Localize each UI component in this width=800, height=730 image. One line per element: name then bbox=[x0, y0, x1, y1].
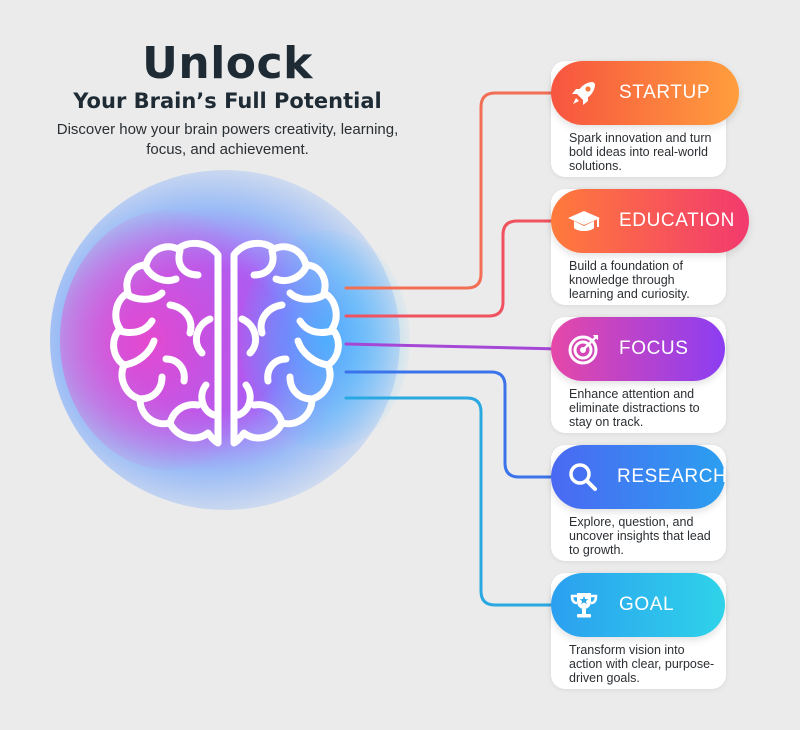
category-description: Spark innovation and turn bold ideas int… bbox=[569, 131, 712, 173]
search-icon bbox=[567, 460, 599, 494]
connector-line-startup bbox=[344, 91, 562, 290]
category-card-goal: GOAL Transform vision into action with cl… bbox=[551, 573, 726, 689]
connector-line-focus bbox=[344, 342, 562, 351]
page-title: Unlock bbox=[142, 38, 313, 89]
trophy-icon bbox=[567, 588, 601, 622]
category-description: Build a foundation of knowledge through … bbox=[569, 259, 690, 301]
brain-icon bbox=[110, 239, 342, 447]
category-label: GOAL bbox=[619, 594, 675, 615]
page-subtitle: Your Brain’s Full Potential bbox=[73, 89, 382, 113]
category-card-research: RESEARCH Explore, question, and uncover i… bbox=[551, 445, 728, 561]
category-card-startup: STARTUP Spark innovation and turn bold id… bbox=[551, 61, 739, 177]
target-icon bbox=[567, 332, 601, 366]
category-pill-research: RESEARCH bbox=[551, 445, 728, 509]
category-description: Transform vision into action with clear,… bbox=[569, 643, 715, 685]
page-description: Discover how your brain powers creativit… bbox=[56, 121, 399, 158]
header: Unlock Your Brain’s Full Potential Disco… bbox=[40, 38, 415, 160]
category-card-education: EDUCATION Build a foundation of knowledge… bbox=[551, 189, 749, 305]
rocket-icon bbox=[567, 76, 601, 110]
category-pill-goal: GOAL bbox=[551, 573, 725, 637]
category-label: STARTUP bbox=[619, 82, 711, 103]
graduation-cap-icon bbox=[567, 204, 601, 238]
connector-line-education bbox=[344, 219, 562, 318]
category-card-focus: FOCUS Enhance attention and eliminate dis… bbox=[551, 317, 726, 433]
connector-line-goal bbox=[344, 396, 562, 607]
category-pill-education: EDUCATION bbox=[551, 189, 749, 253]
connector-line-research bbox=[344, 370, 562, 479]
category-label: RESEARCH bbox=[617, 466, 728, 487]
category-label: EDUCATION bbox=[619, 210, 735, 231]
category-pill-startup: STARTUP bbox=[551, 61, 739, 125]
category-description: Enhance attention and eliminate distract… bbox=[569, 387, 700, 429]
category-label: FOCUS bbox=[619, 338, 689, 359]
category-description: Explore, question, and uncover insights … bbox=[569, 515, 711, 557]
category-pill-focus: FOCUS bbox=[551, 317, 725, 381]
